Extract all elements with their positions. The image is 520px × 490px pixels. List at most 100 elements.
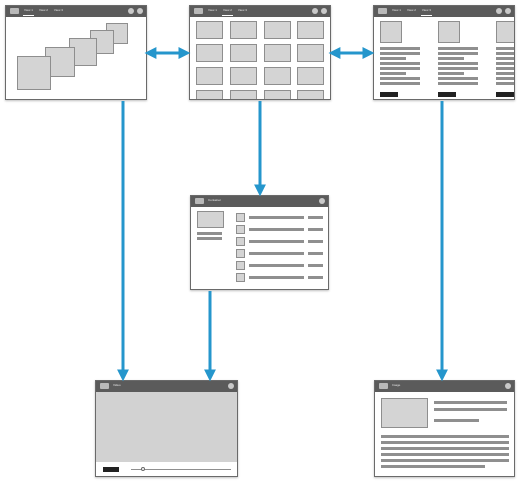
column-image: [438, 21, 460, 43]
grid-thumbnail[interactable]: [230, 67, 257, 85]
progress-track[interactable]: [131, 469, 231, 470]
column-text-line: [438, 57, 464, 60]
list-item-meta: [308, 240, 323, 243]
article-heading-line: [434, 401, 507, 404]
grid-thumbnail[interactable]: [264, 44, 291, 62]
column-text-line: [496, 82, 514, 85]
video-player[interactable]: [96, 392, 237, 462]
titlebar: Video: [96, 381, 237, 392]
list-item-meta: [308, 216, 323, 219]
column-text-line: [380, 72, 406, 75]
tab-view-3[interactable]: View 3: [53, 8, 63, 12]
article-text-line: [381, 441, 509, 444]
column-text-line: [438, 52, 478, 55]
close-icon[interactable]: [137, 8, 143, 14]
tab-view-1[interactable]: View 1: [23, 6, 34, 17]
grid-thumbnail[interactable]: [297, 44, 324, 62]
titlebar: View 1 View 2 View 3: [374, 6, 514, 17]
close-icon[interactable]: [505, 8, 511, 14]
list-item-thumbnail[interactable]: [236, 273, 245, 282]
column-button[interactable]: [496, 92, 514, 97]
grid-thumbnail[interactable]: [297, 21, 324, 39]
column-text-line: [380, 52, 420, 55]
list-item-thumbnail[interactable]: [236, 249, 245, 258]
column-text-line: [496, 72, 514, 75]
back-icon[interactable]: [195, 198, 204, 204]
column-text-line: [496, 47, 514, 50]
tab-view-1[interactable]: View 1: [392, 8, 401, 12]
article-text-line: [381, 435, 509, 438]
grid-thumbnail[interactable]: [196, 21, 223, 39]
column-button[interactable]: [438, 92, 456, 97]
list-item-text: [249, 228, 304, 231]
list-item-text: [249, 264, 304, 267]
screen-video: Video: [95, 380, 238, 477]
grid-thumbnail[interactable]: [230, 90, 257, 99]
minimize-icon[interactable]: [496, 8, 502, 14]
article-heading-line: [434, 408, 507, 411]
column-text-line: [380, 82, 420, 85]
back-icon[interactable]: [100, 383, 109, 389]
tab-view-2[interactable]: View 2: [406, 8, 416, 12]
article-text-line: [381, 465, 485, 468]
close-icon[interactable]: [321, 8, 327, 14]
grid-thumbnail[interactable]: [264, 21, 291, 39]
detail-text-line: [197, 232, 222, 235]
list-item-thumbnail[interactable]: [236, 237, 245, 246]
grid-thumbnail[interactable]: [230, 44, 257, 62]
play-button[interactable]: [103, 467, 119, 472]
progress-thumb[interactable]: [141, 467, 145, 471]
screen-carousel: View 1 View 2 View 3: [5, 5, 147, 100]
tab-view-3[interactable]: View 3: [420, 6, 432, 17]
grid-thumbnail[interactable]: [264, 90, 291, 99]
carousel-card-1[interactable]: [17, 56, 51, 90]
column-image: [380, 21, 402, 43]
close-icon[interactable]: [319, 198, 325, 204]
tab-view-2[interactable]: View 2: [221, 6, 233, 17]
article-image: [381, 398, 428, 428]
tab-view-1[interactable]: View 1: [208, 8, 217, 12]
screen-detail: Container: [190, 195, 329, 290]
titlebar: Image: [375, 381, 514, 392]
column-text-line: [496, 62, 514, 65]
titlebar: View 1 View 2 View 3: [6, 6, 146, 17]
column-text-line: [380, 67, 420, 70]
tab-view-2[interactable]: View 2: [38, 8, 48, 12]
grid-thumbnail[interactable]: [196, 67, 223, 85]
list-item-thumbnail[interactable]: [236, 261, 245, 270]
article-text-line: [381, 459, 509, 462]
logo-icon: [10, 8, 19, 14]
minimize-icon[interactable]: [312, 8, 318, 14]
grid-thumbnail[interactable]: [297, 90, 324, 99]
column-text-line: [496, 67, 514, 70]
column-text-line: [496, 77, 514, 80]
article-heading-line: [434, 419, 479, 422]
detail-image: [197, 211, 224, 228]
list-item-thumbnail[interactable]: [236, 225, 245, 234]
list-item-text: [249, 240, 304, 243]
back-icon[interactable]: [379, 383, 388, 389]
detail-text-line: [197, 237, 222, 240]
column-text-line: [438, 77, 478, 80]
grid-thumbnail[interactable]: [264, 67, 291, 85]
column-button[interactable]: [380, 92, 398, 97]
column-text-line: [438, 82, 478, 85]
tab-view-3[interactable]: View 3: [237, 8, 247, 12]
grid-thumbnail[interactable]: [196, 90, 223, 99]
close-icon[interactable]: [228, 383, 234, 389]
titlebar: Container: [191, 196, 328, 207]
logo-icon: [194, 8, 203, 14]
close-icon[interactable]: [505, 383, 511, 389]
list-item-thumbnail[interactable]: [236, 213, 245, 222]
tab-bar: View 1 View 2 View 3: [23, 6, 64, 17]
column-text-line: [438, 62, 478, 65]
grid-thumbnail[interactable]: [297, 67, 324, 85]
minimize-icon[interactable]: [128, 8, 134, 14]
titlebar: View 1 View 2 View 3: [190, 6, 330, 17]
list-item-meta: [308, 228, 323, 231]
column-text-line: [438, 72, 464, 75]
grid-thumbnail[interactable]: [230, 21, 257, 39]
list-item-text: [249, 276, 304, 279]
grid-thumbnail[interactable]: [196, 44, 223, 62]
